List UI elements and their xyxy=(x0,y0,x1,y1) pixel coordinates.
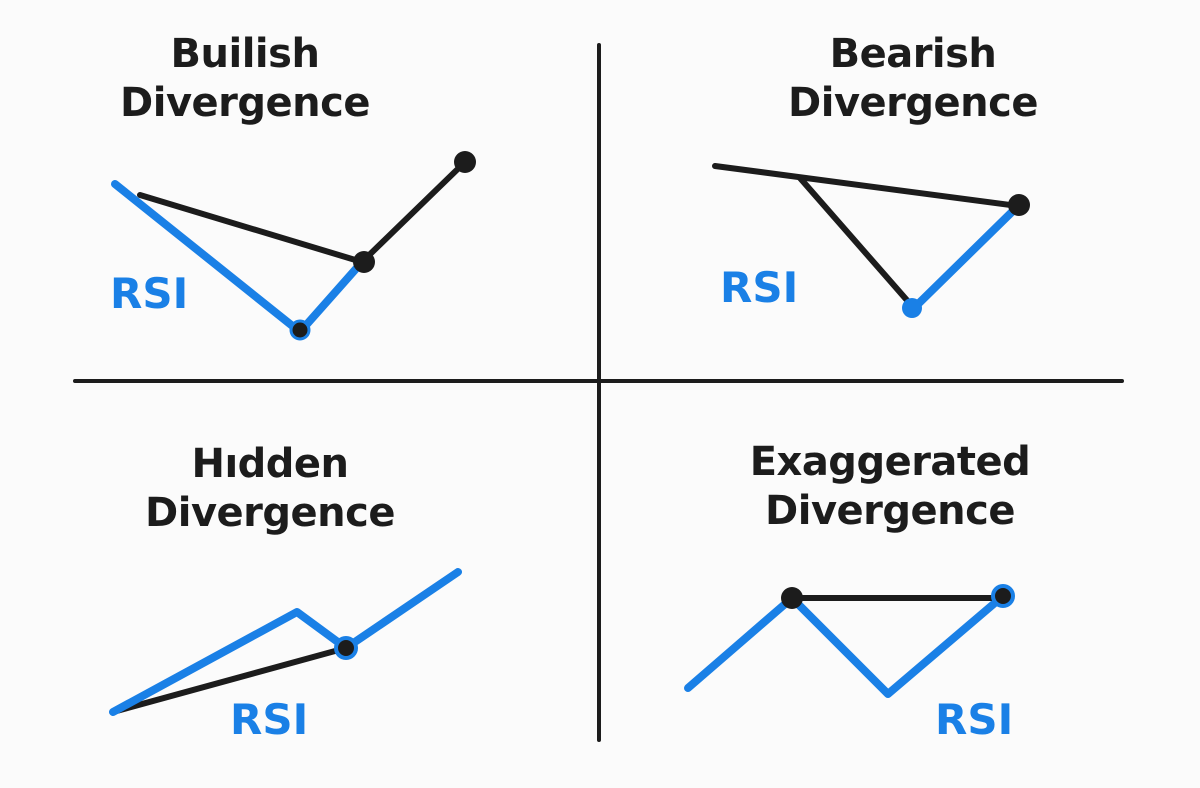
hidden-price-line xyxy=(110,645,349,715)
bearish-title-line2: Divergence xyxy=(788,80,1038,126)
bearish-high-point xyxy=(1008,194,1030,216)
bearish-rsi-line xyxy=(908,202,1022,314)
bullish-rsi-label: RSI xyxy=(110,269,189,318)
exaggerated-rsi-label: RSI xyxy=(935,695,1014,744)
bearish-price-line xyxy=(797,175,915,309)
exaggerated-divergence-graphic xyxy=(684,584,1015,698)
hidden-rsi-label: RSI xyxy=(230,695,309,744)
exaggerated-title-line2: Divergence xyxy=(765,488,1015,534)
exaggerated-right-point xyxy=(991,584,1015,608)
bearish-trend-line xyxy=(712,163,1021,209)
bullish-low-point xyxy=(289,319,311,341)
bullish-divergence-title: Builish Divergence xyxy=(105,30,385,128)
hidden-title-line2: Divergence xyxy=(145,490,395,536)
bearish-rsi-label: RSI xyxy=(720,263,799,312)
bullish-title-line1: Builish xyxy=(170,31,320,77)
hidden-title-line1: Hıdden xyxy=(191,441,349,487)
bearish-low-point xyxy=(902,298,922,318)
exaggerated-rsi-line xyxy=(684,592,1007,698)
bearish-title-line1: Bearish xyxy=(829,31,997,77)
bullish-mid-point xyxy=(353,251,375,273)
exaggerated-divergence-title: Exaggerated Divergence xyxy=(725,438,1055,536)
bullish-divergence-graphic xyxy=(111,151,476,341)
exaggerated-left-point xyxy=(781,587,803,609)
bullish-title-line2: Divergence xyxy=(120,80,370,126)
bearish-divergence-graphic xyxy=(712,163,1030,318)
hidden-divergence-title: Hıdden Divergence xyxy=(120,440,420,538)
hidden-divergence-graphic xyxy=(109,568,462,716)
hidden-rsi-line xyxy=(109,568,462,716)
hidden-mid-point xyxy=(334,636,358,660)
exaggerated-title-line1: Exaggerated xyxy=(749,439,1031,485)
bearish-divergence-title: Bearish Divergence xyxy=(768,30,1058,128)
bullish-high-point xyxy=(454,151,476,173)
